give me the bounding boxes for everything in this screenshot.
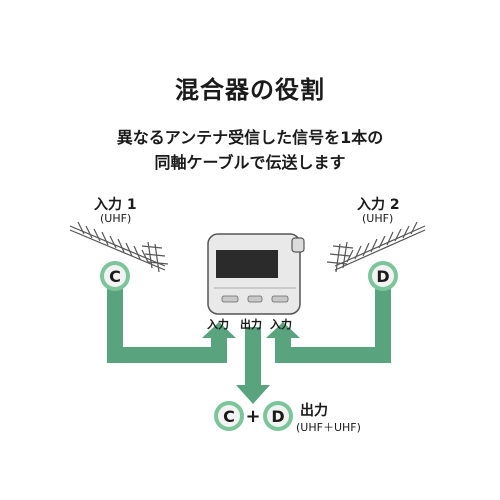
port-output-label: 出力 bbox=[240, 318, 262, 331]
output-arrow-body bbox=[245, 327, 261, 387]
left-up-arrow-body bbox=[211, 338, 227, 363]
output-band: (UHF＋UHF) bbox=[296, 421, 361, 434]
badge-c-input-letter: C bbox=[109, 267, 121, 286]
output-arrowhead bbox=[236, 385, 270, 404]
badge-c-output-letter: C bbox=[223, 407, 235, 426]
badge-c-input: C bbox=[100, 261, 130, 291]
input1-label: 入力 1 bbox=[94, 197, 137, 213]
mixer-device-icon bbox=[207, 233, 305, 315]
input1-band: (UHF) bbox=[100, 212, 132, 225]
badge-d-input-letter: D bbox=[376, 267, 389, 286]
page-title: 混合器の役割 bbox=[175, 76, 325, 104]
right-up-arrowhead bbox=[266, 322, 300, 338]
badge-c-output: C bbox=[214, 401, 244, 431]
input2-label: 入力 2 bbox=[357, 197, 400, 213]
signal-arrows bbox=[107, 288, 391, 404]
badge-d-input: D bbox=[368, 261, 398, 291]
subtitle-line-2: 同軸ケーブルで伝送します bbox=[154, 153, 346, 172]
left-horizontal-arrow-body bbox=[107, 347, 219, 363]
port-left-input-label: 入力 bbox=[207, 318, 229, 331]
left-vertical-arrow-body bbox=[107, 288, 123, 363]
right-horizontal-arrow-body bbox=[283, 347, 391, 363]
right-vertical-arrow-body bbox=[375, 288, 391, 363]
badge-d-output: D bbox=[263, 401, 293, 431]
port-right-input-label: 入力 bbox=[270, 318, 292, 331]
input2-band: (UHF) bbox=[362, 212, 394, 225]
right-up-arrow-body bbox=[275, 338, 291, 363]
left-up-arrowhead bbox=[202, 322, 236, 338]
device-screen bbox=[216, 250, 278, 278]
antenna-right-icon bbox=[326, 221, 426, 273]
subtitle-line-1: 異なるアンテナ受信した信号を1本の bbox=[116, 128, 384, 147]
badge-d-output-letter: D bbox=[271, 407, 284, 426]
output-label: 出力 bbox=[300, 403, 328, 419]
antenna-left-icon bbox=[69, 221, 169, 273]
plus-sign: + bbox=[245, 406, 260, 427]
